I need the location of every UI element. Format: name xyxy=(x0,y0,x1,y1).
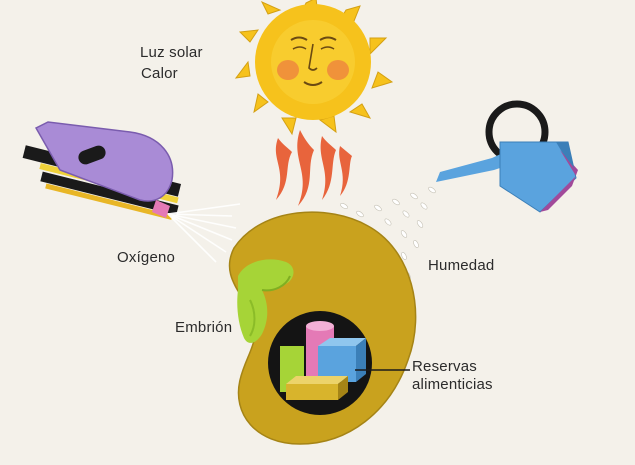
label-reserves-line2: alimenticias xyxy=(412,375,493,394)
watering-can-icon xyxy=(436,104,578,212)
flames-icon xyxy=(276,130,352,206)
label-oxygen: Oxígeno xyxy=(117,248,175,267)
label-embryo: Embrión xyxy=(175,318,232,337)
bellows-icon xyxy=(23,122,181,220)
label-reserves-line1: Reservas xyxy=(412,357,477,376)
sun-icon xyxy=(236,0,392,134)
label-heat: Calor xyxy=(141,64,178,83)
label-humidity: Humedad xyxy=(428,256,494,275)
label-light: Luz solar xyxy=(140,43,203,62)
air-spray xyxy=(168,204,240,262)
